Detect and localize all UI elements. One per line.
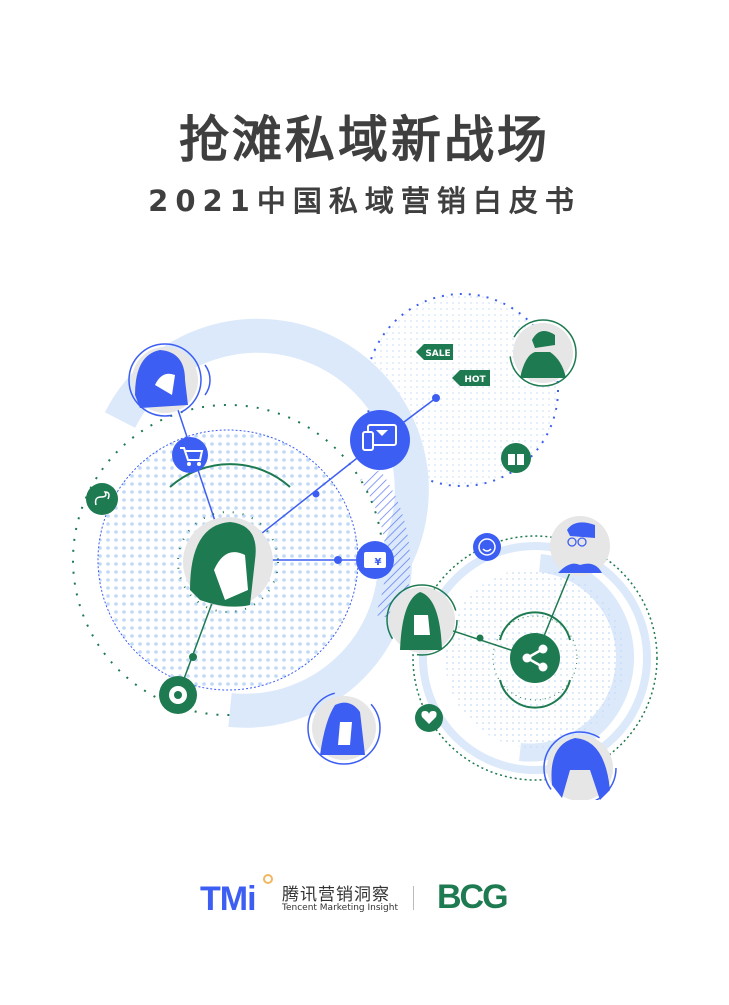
hot-tag: HOT	[452, 370, 490, 386]
footer-logos: TMi 腾讯营销洞察 Tencent Marketing Insight BCG	[0, 870, 729, 920]
svg-text:HOT: HOT	[464, 375, 486, 385]
camera-aperture-icon	[159, 676, 197, 714]
devices-mail-icon	[350, 410, 410, 470]
tmi-name-en: Tencent Marketing Insight	[282, 903, 398, 913]
smile-icon	[473, 533, 501, 561]
tmi-logo: TMi	[200, 880, 257, 918]
network-illustration: ¥ SALE HOT	[72, 293, 658, 800]
bcg-logo: BCG	[437, 878, 509, 916]
svg-text:¥: ¥	[375, 557, 382, 568]
sale-tag: SALE	[416, 344, 453, 360]
tmi-name-cn: 腾讯营销洞察	[282, 885, 390, 905]
gift-icon	[501, 443, 531, 473]
coupon-yen-icon: ¥	[356, 541, 394, 579]
cover-subtitle: 2021中国私域营销白皮书	[148, 184, 581, 218]
logo-divider	[413, 886, 414, 910]
cover-title: 抢滩私域新战场	[179, 111, 550, 169]
svg-text:SALE: SALE	[425, 349, 450, 359]
heart-icon	[415, 704, 443, 732]
share-icon	[510, 633, 560, 683]
mini-program-icon	[86, 483, 118, 515]
tmi-logo-dot	[263, 874, 273, 884]
shopping-cart-icon	[172, 437, 208, 473]
